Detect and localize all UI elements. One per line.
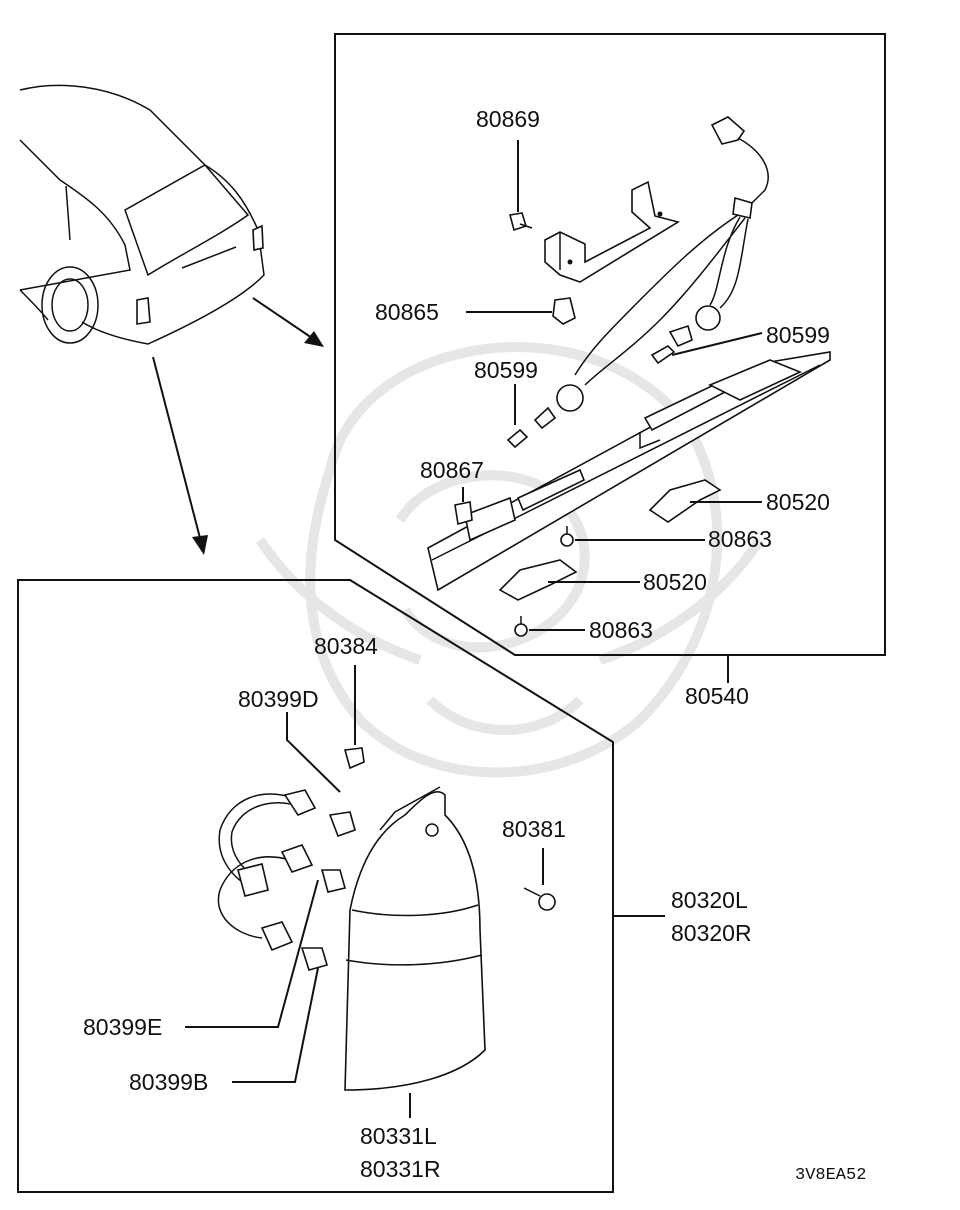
- arrow-to-tail-lamp: [152, 356, 208, 555]
- screw-80863-lower: [514, 616, 585, 637]
- diagram-code: 3V8EA52: [795, 1166, 866, 1185]
- tail-lamp-box: [17, 579, 665, 1193]
- label-80399E: 80399E: [83, 1014, 162, 1040]
- clip-80867: [454, 487, 473, 526]
- label-80863-lower: 80863: [589, 617, 653, 643]
- label-80599-right: 80599: [766, 322, 830, 348]
- screw-80863-upper: [560, 526, 705, 547]
- wire-harness: [533, 116, 769, 430]
- screw-80381: [523, 848, 556, 911]
- tail-wire-harness: [217, 789, 346, 971]
- label-80863-upper: 80863: [708, 526, 772, 552]
- watermark: [255, 342, 765, 778]
- lens-80520-upper: [648, 479, 762, 523]
- label-80331R: 80331R: [360, 1156, 441, 1182]
- label-80865: 80865: [375, 299, 439, 325]
- label-80599-left: 80599: [474, 357, 538, 383]
- license-lamp-box: [334, 33, 886, 683]
- socket-80384: [343, 665, 365, 770]
- label-80331L: 80331L: [360, 1123, 437, 1149]
- bulb-80599-left: [506, 384, 529, 449]
- leader-80399E: [185, 879, 319, 1028]
- lamp-lens-80331: [344, 786, 486, 1118]
- label-80520-upper: 80520: [766, 489, 830, 515]
- screw-80869: [509, 140, 533, 232]
- clip-80865: [466, 297, 576, 325]
- lamp-housing: [427, 351, 831, 592]
- bulb-80399D: [286, 712, 356, 838]
- label-80520-lower: 80520: [643, 569, 707, 595]
- label-80399D: 80399D: [238, 686, 319, 712]
- label-80320L: 80320L: [671, 887, 748, 913]
- bracket: [544, 180, 681, 283]
- arrow-to-license-lamp: [252, 297, 324, 347]
- label-80381: 80381: [502, 816, 566, 842]
- label-80867: 80867: [420, 457, 484, 483]
- lens-80520-lower: [498, 559, 640, 601]
- leader-80399B: [232, 967, 319, 1083]
- label-80384: 80384: [314, 633, 378, 659]
- car-rear-view: [19, 84, 265, 345]
- label-80320R: 80320R: [671, 920, 752, 946]
- label-80540: 80540: [685, 683, 749, 709]
- bulb-80599-right: [650, 332, 763, 365]
- label-80399B: 80399B: [129, 1069, 208, 1095]
- label-80869: 80869: [476, 106, 540, 132]
